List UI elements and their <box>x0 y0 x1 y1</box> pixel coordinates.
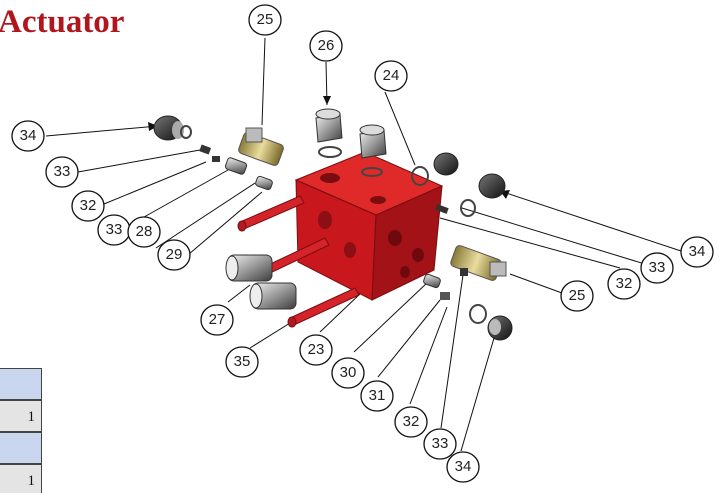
callout-bubble: 33 <box>639 250 675 286</box>
callout-number: 25 <box>256 11 274 28</box>
callout-number: 35 <box>233 353 251 370</box>
callout-bubble: 33 <box>44 154 80 190</box>
callout-bubble: 34 <box>10 118 46 154</box>
callout-number: 34 <box>688 243 706 260</box>
seal-rings <box>180 125 487 324</box>
callout-number: 32 <box>79 197 97 214</box>
callout-bubble: 32 <box>70 188 106 224</box>
callout-number: 23 <box>307 341 325 358</box>
callout-bubble: 34 <box>445 449 481 485</box>
callout-bubble: 26 <box>308 28 344 64</box>
small-components <box>199 144 468 300</box>
callout-number: 31 <box>368 387 386 404</box>
callout-bubble: 29 <box>156 237 192 273</box>
callout-bubble: 34 <box>679 234 715 270</box>
callout-number: 33 <box>53 163 71 180</box>
callout-number: 24 <box>382 67 400 84</box>
callout-bubble: 24 <box>373 58 409 94</box>
callout-number: 33 <box>105 221 123 238</box>
callout-number: 25 <box>568 287 586 304</box>
callout-bubble: 32 <box>393 404 429 440</box>
callout-bubble: 25 <box>247 2 283 38</box>
table-header-cell <box>0 432 42 464</box>
parts-table: 1 1 <box>0 368 42 493</box>
callout-number: 33 <box>648 259 666 276</box>
callout-bubble: 27 <box>199 302 235 338</box>
valve-25-top <box>238 127 284 166</box>
callout-number: 32 <box>615 275 633 292</box>
callout-bubble: 30 <box>330 355 366 391</box>
callout-number: 29 <box>165 246 183 263</box>
page-title: Actuator <box>0 4 125 40</box>
callout-number: 32 <box>402 413 420 430</box>
fitting-27 <box>225 254 297 310</box>
table-cell: 1 <box>0 464 42 493</box>
manifold-block <box>294 151 444 301</box>
table-cell: 1 <box>0 400 42 432</box>
table-header-cell <box>0 368 42 400</box>
callout-bubble: 25 <box>559 278 595 314</box>
callout-bubble: 35 <box>224 344 260 380</box>
callout-bubble: 32 <box>606 266 642 302</box>
valve-25-right <box>450 245 507 281</box>
callout-number: 33 <box>431 435 449 452</box>
callout-bubble: 31 <box>359 378 395 414</box>
leader-lines <box>45 37 682 452</box>
callout-number: 28 <box>135 223 153 240</box>
callout-number: 26 <box>317 37 335 54</box>
callout-number: 34 <box>454 458 472 475</box>
red-bolts <box>237 195 360 328</box>
callout-bubble: 33 <box>96 212 132 248</box>
caps-34 <box>153 115 513 341</box>
callout-bubble: 23 <box>298 332 334 368</box>
callout-number: 34 <box>19 127 37 144</box>
callout-bubble: 28 <box>126 214 162 250</box>
fitting-26 <box>315 108 387 177</box>
callout-number: 30 <box>339 364 357 381</box>
callout-bubble: 33 <box>422 426 458 462</box>
callout-number: 27 <box>208 311 226 328</box>
